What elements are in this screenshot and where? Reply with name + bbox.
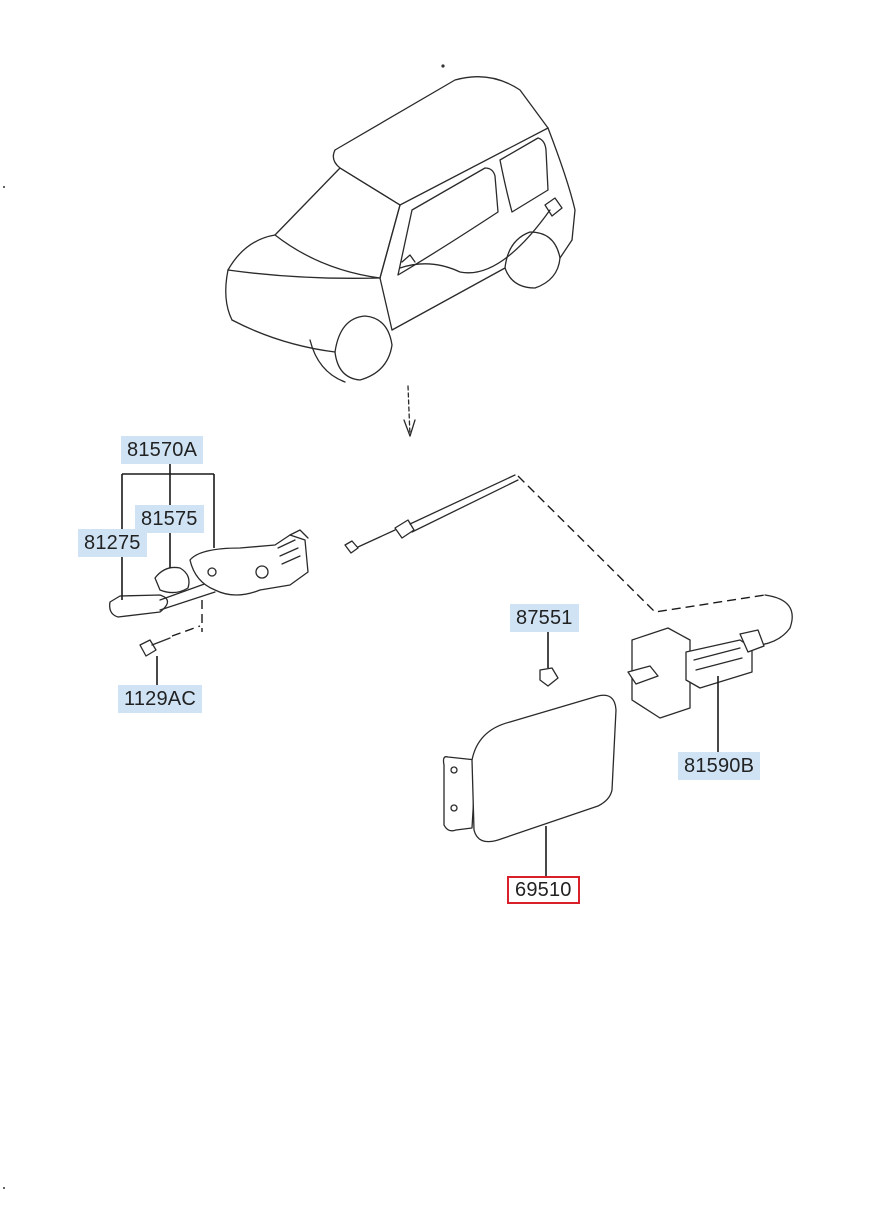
part-label-69510-highlighted[interactable]: 69510 xyxy=(507,876,580,904)
part-label-87551[interactable]: 87551 xyxy=(510,604,579,632)
part-label-81570a[interactable]: 81570A xyxy=(121,436,204,464)
stray-dot xyxy=(441,64,445,68)
stray-dot xyxy=(3,1187,5,1189)
fuel-filler-door xyxy=(442,694,617,843)
direction-arrow xyxy=(403,385,416,437)
part-label-81275[interactable]: 81275 xyxy=(78,529,147,557)
part-label-81590b[interactable]: 81590B xyxy=(678,752,761,780)
leader-lines xyxy=(121,462,719,878)
part-label-1129ac[interactable]: 1129AC xyxy=(118,685,202,713)
actuator-81590b xyxy=(627,627,765,719)
stray-dot xyxy=(3,186,5,188)
release-cable xyxy=(344,474,793,646)
part-label-81575[interactable]: 81575 xyxy=(135,505,204,533)
vehicle-illustration xyxy=(225,76,576,383)
clip-87551 xyxy=(539,667,559,687)
bolt-1129ac xyxy=(139,600,203,657)
opener-lever-assembly xyxy=(109,529,309,618)
